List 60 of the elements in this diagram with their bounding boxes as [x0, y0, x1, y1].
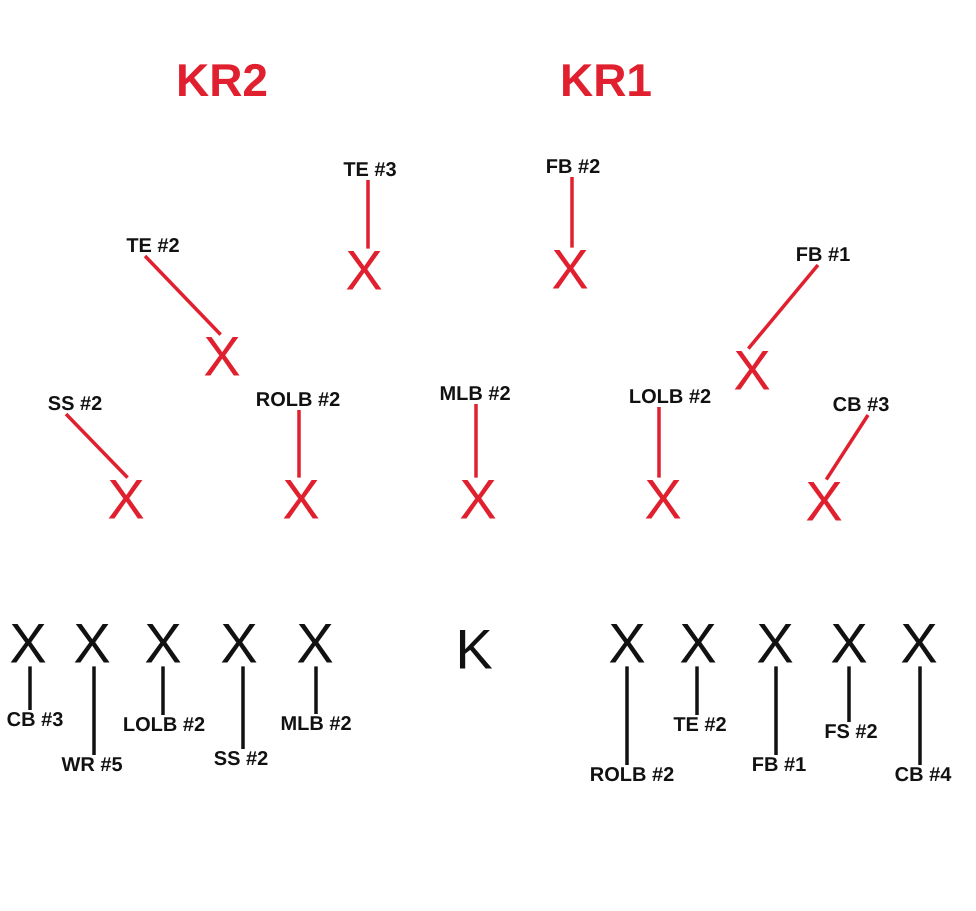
player-marker: X [296, 622, 334, 666]
leader-line [625, 666, 629, 765]
position-label: CB #4 [894, 765, 952, 785]
leader-line [28, 666, 32, 710]
player-marker: X [830, 622, 868, 666]
leader-line [695, 666, 699, 715]
player-marker: X [679, 622, 717, 666]
leader-line [241, 666, 245, 749]
position-label: FB #1 [796, 245, 850, 265]
player-marker: X [9, 622, 47, 666]
leader-line [366, 180, 370, 249]
position-label: ROLB #2 [256, 390, 340, 410]
position-label: SS #2 [48, 394, 102, 414]
player-marker: X [805, 480, 843, 524]
position-label: WR #5 [61, 755, 123, 775]
leader-line [92, 666, 96, 755]
position-label: ROLB #2 [590, 765, 674, 785]
leader-line [64, 412, 129, 479]
player-marker: X [608, 622, 646, 666]
position-label: FS #2 [824, 722, 878, 742]
kicker-label: K [455, 628, 493, 672]
player-marker: X [644, 478, 682, 522]
position-label: CB #3 [832, 395, 890, 415]
player-marker: X [107, 478, 145, 522]
player-marker: X [900, 622, 938, 666]
position-label: MLB #2 [280, 714, 352, 734]
leader-line [918, 666, 922, 765]
leader-line [824, 414, 870, 481]
leader-line [161, 666, 165, 715]
player-marker: X [73, 622, 111, 666]
position-label: TE #2 [126, 236, 180, 256]
leader-line [297, 410, 301, 478]
position-label: SS #2 [214, 749, 268, 769]
position-label: FB #1 [752, 755, 806, 775]
returner-heading: KR1 [560, 57, 652, 103]
position-label: TE #2 [673, 715, 727, 735]
position-label: LOLB #2 [122, 715, 206, 735]
player-marker: X [144, 622, 182, 666]
leader-line [847, 666, 851, 722]
position-label: TE #3 [343, 160, 397, 180]
player-marker: X [282, 478, 320, 522]
leader-line [570, 177, 574, 248]
player-marker: X [459, 478, 497, 522]
position-label: CB #3 [6, 710, 64, 730]
leader-line [144, 254, 222, 336]
leader-line [657, 407, 661, 478]
player-marker: X [756, 622, 794, 666]
leader-line [774, 666, 778, 755]
player-marker: X [220, 622, 258, 666]
position-label: LOLB #2 [628, 387, 712, 407]
player-marker: X [733, 348, 771, 394]
leader-line [474, 404, 478, 478]
leader-line [747, 264, 820, 350]
leader-line [314, 666, 318, 714]
position-label: FB #2 [546, 157, 600, 177]
player-marker: X [203, 334, 241, 380]
player-marker: X [345, 248, 383, 294]
player-marker: X [551, 248, 589, 292]
returner-heading: KR2 [176, 57, 268, 103]
position-label: MLB #2 [439, 384, 511, 404]
